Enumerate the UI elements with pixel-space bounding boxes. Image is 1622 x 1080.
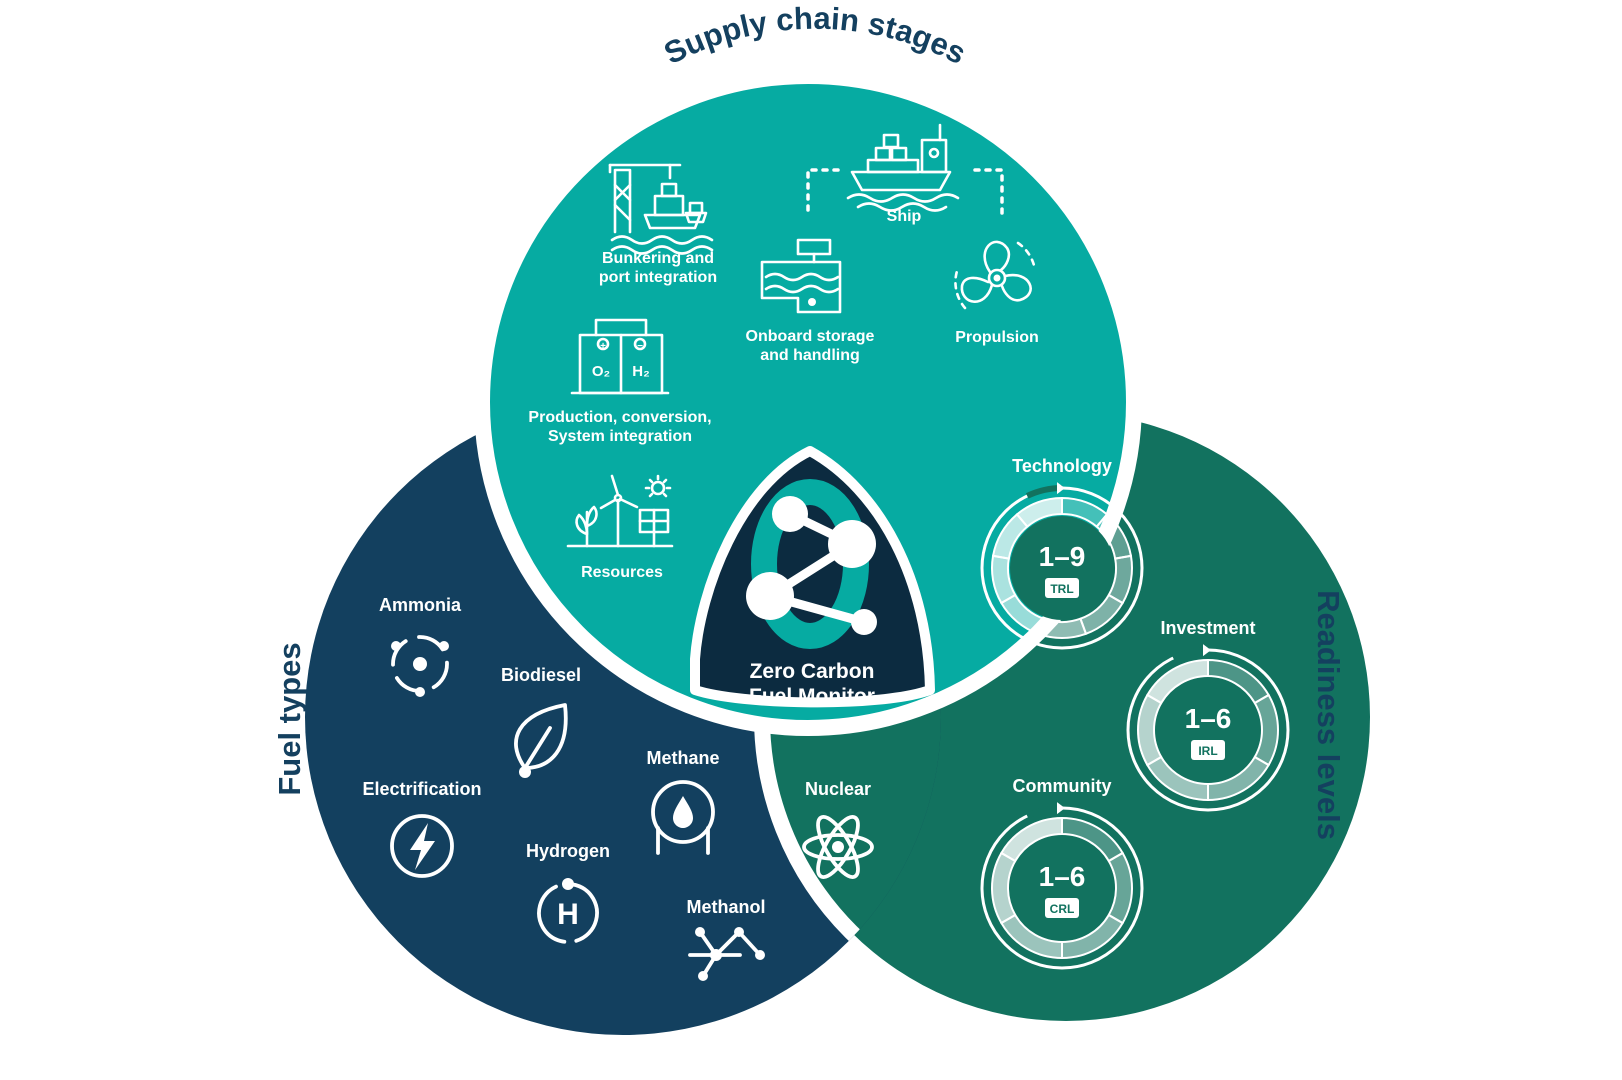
bunkering-label-line2: port integration [599,269,717,286]
biodiesel-label: Biodiesel [501,665,581,685]
hydrogen-atom-icon [537,878,599,944]
production-label-line1: Production, conversion, [528,409,711,426]
bunkering-label-line1: Bunkering and [602,250,714,267]
gauge-technology-arrow-icon [1057,482,1066,495]
gauge-investment-badge-text: IRL [1198,744,1217,758]
production-label-line2: System integration [548,428,692,445]
gauge-technology-badge [1045,578,1079,598]
electrolyzer-minus: − [637,341,643,352]
gauge-investment-center [1156,678,1260,782]
gauge-community-segment [1000,816,1063,863]
hydrogen-symbol: H [557,898,579,931]
atom-icon [802,815,874,879]
onboard-storage-tank-icon [760,238,842,314]
gas-tank-drop-icon [651,780,715,855]
gauge-community-range: 1–6 [1039,861,1086,892]
gauge-technology-range: 1–9 [1039,541,1086,572]
ship-icon [846,123,960,212]
resources-icon [566,474,674,548]
electrification-label: Electrification [362,779,481,799]
gauge-investment-label: Investment [1160,618,1255,638]
ship-label: Ship [887,208,922,225]
gauge-investment-range: 1–6 [1185,703,1232,734]
propulsion-label: Propulsion [955,329,1039,346]
gauge-investment-badge [1191,740,1225,760]
electrolyzer-h2: H₂ [632,363,650,380]
gauge-community-badge [1045,898,1079,918]
ammonia-molecule-icon [391,635,449,697]
gauge-technology-segment [1015,496,1063,529]
methane-label: Methane [646,748,719,768]
hydrogen-label: Hydrogen [526,841,610,861]
bunkering-port-icon [608,163,714,255]
gauge-community-label: Community [1013,776,1112,796]
storage-label-line1: Onboard storage [746,328,875,345]
gauge-technology-segment [1036,617,1088,639]
readiness-levels-title: Readiness levels [1311,590,1346,840]
gauge-community-arrow-icon [1057,802,1066,815]
gauge-investment-segment [1146,658,1209,705]
electrolyzer-icon: + − O₂ H₂ [570,318,670,395]
gauge-technology-badge-text: TRL [1050,582,1073,596]
supply-chain-title: Supply chain stages [659,1,972,71]
center-title-line2: Fuel Monitor [749,685,875,708]
readiness-gauges: Technology1–9TRLInvestment1–6IRLCommunit… [980,456,1290,970]
lightning-bolt-icon [390,814,454,878]
ammonia-label: Ammonia [379,595,462,615]
propeller-icon [954,240,1037,310]
nuclear-label: Nuclear [805,779,871,799]
gauge-technology-center [1010,516,1114,620]
circle-supply-chain [474,68,1142,736]
electrolyzer-o2: O₂ [592,363,610,380]
methanol-label: Methanol [687,897,766,917]
gauge-community-center [1010,836,1114,940]
methanol-molecule-icon [688,927,765,981]
gauge-investment-arrow-icon [1203,644,1212,657]
center-region [690,446,935,708]
fuel-types-title: Fuel types [272,642,307,795]
resources-label: Resources [581,564,663,581]
zero-carbon-logo-icon [746,479,877,649]
storage-label-line2: and handling [760,347,860,364]
electrolyzer-plus: + [600,341,606,352]
center-title-line1: Zero Carbon [750,660,875,683]
ship-connector-dots [806,168,1004,217]
gauge-community-badge-text: CRL [1050,902,1075,916]
gauge-technology-label: Technology [1012,456,1112,476]
leaf-icon [514,703,568,778]
